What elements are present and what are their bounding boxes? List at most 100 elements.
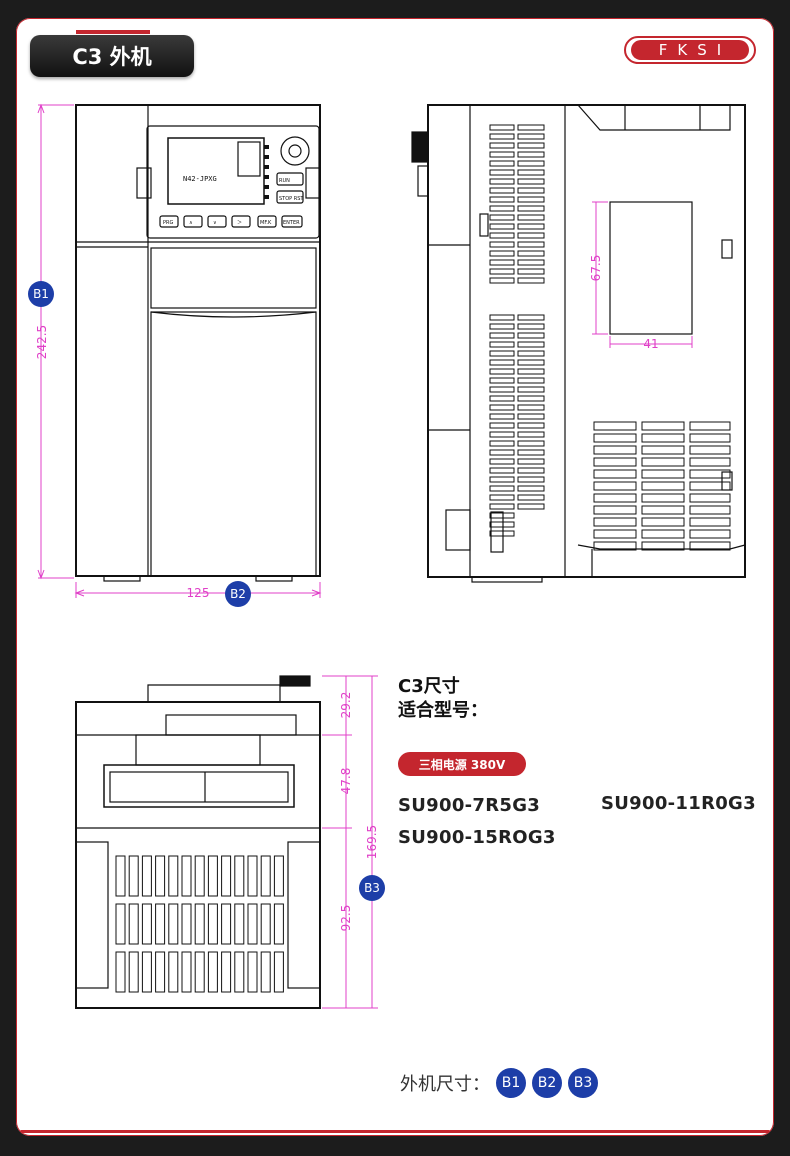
vent-slot [517, 359, 545, 366]
vent-slot [517, 205, 545, 212]
vent-slot [489, 124, 515, 131]
vent-slot [489, 503, 515, 510]
vent-slot [489, 422, 515, 429]
vent-slot [517, 169, 545, 176]
grille-slot [207, 951, 218, 993]
vent-slot [489, 467, 515, 474]
vent-slot [517, 314, 545, 321]
grille-slot [273, 951, 284, 993]
vent-slot [641, 421, 685, 431]
vent-slot [593, 469, 637, 479]
vent-slot [689, 541, 731, 551]
vent-slot [517, 449, 545, 456]
vent-slot [489, 431, 515, 438]
vent-slot [489, 332, 515, 339]
grille-slot [234, 951, 245, 993]
vent-slot [489, 350, 515, 357]
vent-slot [517, 458, 545, 465]
vent-slot [489, 494, 515, 501]
vent-slot [517, 133, 545, 140]
vent-slot [517, 431, 545, 438]
grille-slot [260, 855, 271, 897]
vent-slot [489, 169, 515, 176]
grille-slot [141, 951, 152, 993]
vent-slot [489, 440, 515, 447]
vent-slot [517, 268, 545, 275]
grille-slot [168, 951, 179, 993]
side-dimensions [592, 201, 693, 348]
vent-slot [517, 214, 545, 221]
vent-slot [517, 350, 545, 357]
side-view [411, 104, 746, 583]
grille-slot [115, 855, 126, 897]
stop-key-label: STOP RST [279, 196, 304, 202]
vent-slot [489, 142, 515, 149]
vent-slot [517, 259, 545, 266]
grille-slot [155, 903, 166, 945]
vent-slot [489, 323, 515, 330]
vent-slot [517, 467, 545, 474]
vent-slot [489, 485, 515, 492]
grille-slot [155, 855, 166, 897]
grille-slot [128, 951, 139, 993]
prg-key-label: PRG [163, 220, 173, 226]
vent-slot [517, 485, 545, 492]
vent-slot [517, 494, 545, 501]
vent-slot [489, 151, 515, 158]
vent-slot [517, 323, 545, 330]
vent-slot [517, 151, 545, 158]
vent-slot [517, 241, 545, 248]
vent-slot [489, 359, 515, 366]
model-3: SU900-11R0G3 [601, 793, 756, 814]
vent-slot [489, 259, 515, 266]
vent-slot [641, 481, 685, 491]
footer-label: 外机尺寸： [400, 1074, 490, 1095]
vent-slot [517, 332, 545, 339]
footer-dimensions: 外机尺寸： B1 B2 B3 [400, 1068, 598, 1098]
grille-slot [247, 903, 258, 945]
front-view [75, 104, 321, 582]
footer-badge-b1: B1 [496, 1068, 526, 1098]
vent-slot [689, 445, 731, 455]
vent-slot [517, 196, 545, 203]
vent-slot [489, 449, 515, 456]
vent-slot [689, 529, 731, 539]
grille-slot [221, 855, 232, 897]
title-accent-bar [76, 30, 150, 34]
vent-slot [641, 457, 685, 467]
vent-slot [489, 521, 515, 528]
vent-slot [517, 386, 545, 393]
grille-slot [260, 903, 271, 945]
brand-text: FKSI [631, 40, 749, 60]
vent-slot [489, 341, 515, 348]
vent-slot [489, 386, 515, 393]
vent-slot [489, 512, 515, 519]
vent-slot [689, 421, 731, 431]
vent-slot [517, 124, 545, 131]
model-2: SU900-15ROG3 [398, 827, 556, 848]
vent-slot [641, 433, 685, 443]
vent-slot [489, 314, 515, 321]
vent-slot [689, 493, 731, 503]
vent-slot [489, 214, 515, 221]
grille-slot [181, 855, 192, 897]
vent-slot [517, 277, 545, 284]
vent-slot [489, 368, 515, 375]
vent-slot [593, 421, 637, 431]
grille-slot [181, 951, 192, 993]
grille-slot [181, 903, 192, 945]
window-width-dimension-label: 41 [643, 337, 658, 351]
vent-slot [641, 469, 685, 479]
vent-slot [489, 223, 515, 230]
grille-slot [234, 855, 245, 897]
page-title: C3 外机 [30, 35, 194, 77]
grille-slot [247, 855, 258, 897]
badge-b3: B3 [359, 875, 385, 901]
grille-slot [194, 951, 205, 993]
side-vent-slots [489, 124, 731, 551]
models-label: 适合型号： [398, 700, 488, 721]
vent-slot [489, 377, 515, 384]
vent-slot [489, 395, 515, 402]
vent-slot [517, 503, 545, 510]
grille-slot [207, 903, 218, 945]
